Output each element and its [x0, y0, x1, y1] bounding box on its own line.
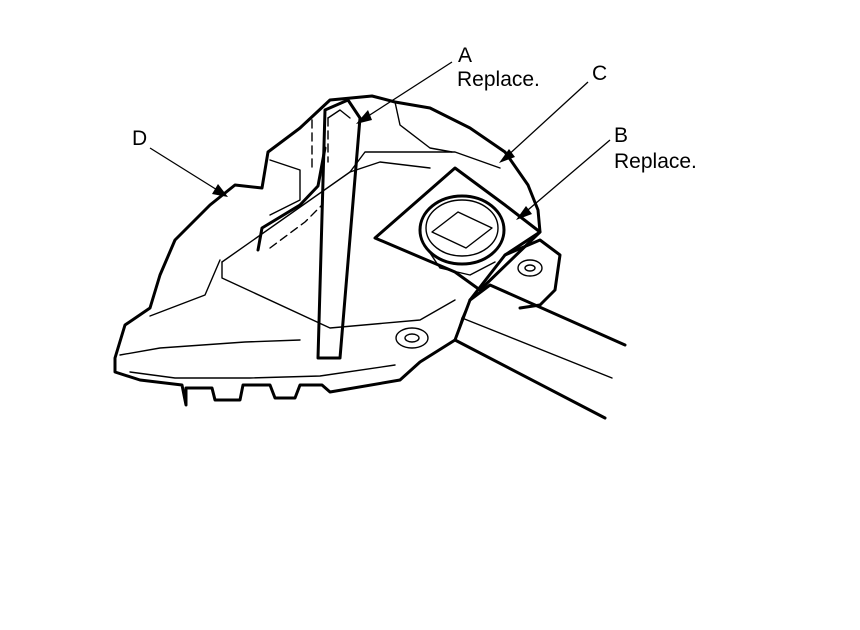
- part-c-shaft: [453, 238, 627, 420]
- part-b-flange: [373, 166, 542, 292]
- part-a-strip: [316, 98, 362, 360]
- callout-b-leader: [516, 139, 611, 220]
- callout-b-note: Replace.: [614, 150, 697, 173]
- callout-d-letter: D: [132, 127, 147, 150]
- callout-a-leader: [356, 61, 453, 124]
- callout-c-leader: [499, 81, 589, 163]
- callout-d-leader: [149, 147, 228, 197]
- callout-a-note: Replace.: [457, 68, 540, 91]
- part-d-tab: [256, 117, 329, 252]
- callout-c-letter: C: [592, 62, 607, 85]
- housing-body: [113, 94, 542, 407]
- callout-b-letter: B: [614, 124, 628, 147]
- callout-a-letter: A: [458, 44, 472, 67]
